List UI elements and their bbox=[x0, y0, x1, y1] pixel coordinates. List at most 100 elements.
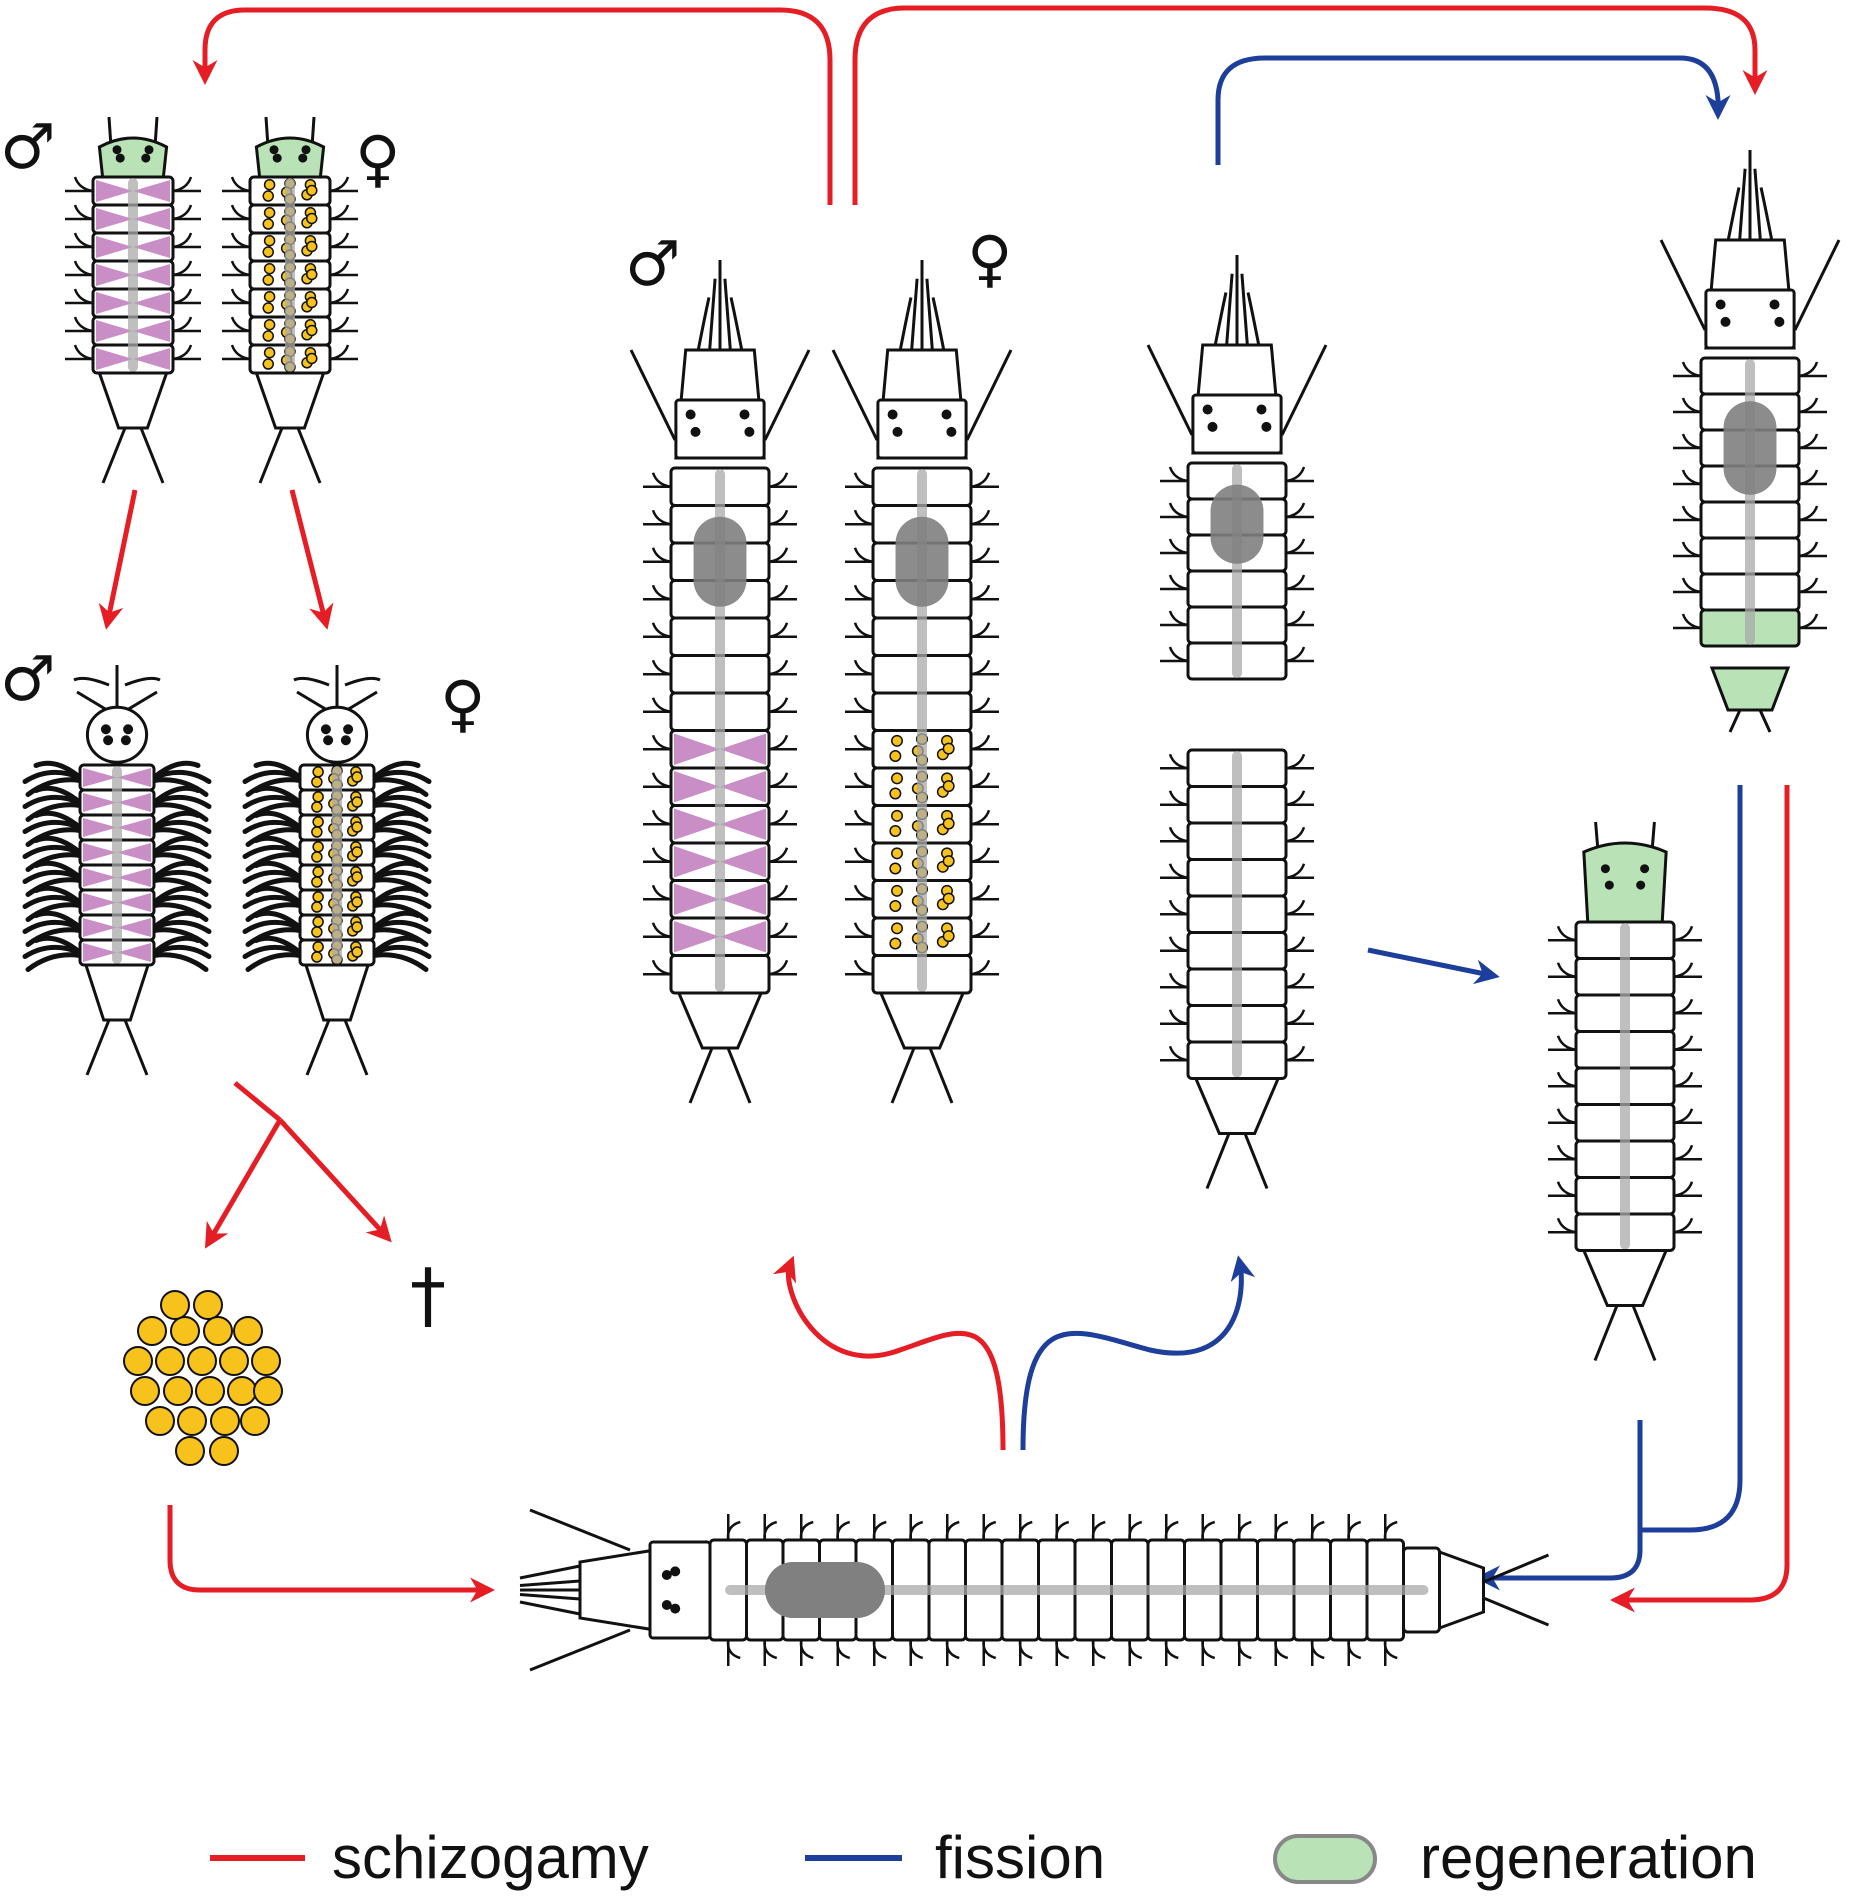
parapodium-right bbox=[768, 472, 797, 488]
parapodium-left bbox=[65, 344, 94, 361]
egg-icon bbox=[891, 847, 904, 860]
eye-icon bbox=[670, 1603, 681, 1614]
egg-icon bbox=[306, 268, 318, 281]
tentacular-cirrus bbox=[763, 349, 811, 441]
pygidium bbox=[676, 991, 764, 1050]
parapodium-bottom bbox=[1201, 1639, 1216, 1666]
parapodium-right bbox=[970, 884, 999, 901]
death-symbol: † bbox=[410, 1253, 446, 1337]
fission-arrow-regenerated-return bbox=[1475, 1420, 1643, 1591]
eye-icon bbox=[946, 426, 957, 437]
parapodium-left bbox=[1548, 1071, 1577, 1088]
parapodium-top bbox=[945, 1514, 960, 1541]
legend-regeneration-swatch bbox=[1273, 1834, 1377, 1884]
parapodium-right bbox=[1285, 863, 1314, 879]
egg-icon bbox=[263, 178, 276, 191]
parapodium-right bbox=[768, 922, 797, 938]
swimming-head bbox=[85, 705, 149, 764]
parapodium-top bbox=[909, 1514, 924, 1541]
parapodium-left bbox=[1160, 790, 1189, 806]
parapodium-left bbox=[65, 204, 94, 221]
swimming-chaetae bbox=[242, 835, 303, 872]
egg-icon bbox=[240, 1406, 270, 1436]
parapodium-right bbox=[329, 232, 358, 249]
parapodium-right bbox=[970, 547, 999, 563]
regenerating-head bbox=[97, 136, 169, 179]
egg-icon bbox=[311, 851, 323, 863]
parapodium-right bbox=[768, 959, 797, 976]
egg-icon bbox=[137, 1316, 167, 1346]
antenna bbox=[519, 1579, 581, 1587]
anal-cirrus bbox=[305, 1019, 331, 1076]
parapodium-left bbox=[1160, 538, 1189, 555]
swimming-chaetae bbox=[242, 860, 303, 897]
anal-cirrus bbox=[928, 1047, 954, 1104]
eye-icon bbox=[100, 724, 111, 735]
parapodium-right bbox=[970, 622, 999, 638]
eye-icon bbox=[744, 426, 755, 437]
parapodium-right bbox=[1673, 1181, 1702, 1197]
pygidium bbox=[97, 371, 169, 430]
parapodium-right bbox=[329, 204, 358, 221]
egg-icon bbox=[312, 891, 324, 903]
eye-icon bbox=[1256, 404, 1267, 415]
swimming-chaetae bbox=[151, 935, 212, 972]
eye-icon bbox=[1636, 880, 1646, 890]
parapodium-left bbox=[845, 584, 874, 601]
parapodium-left bbox=[643, 622, 672, 638]
parapodium-left bbox=[845, 509, 874, 526]
egg-icon bbox=[145, 1406, 175, 1436]
pygidium bbox=[1438, 1549, 1485, 1631]
parapodium-left bbox=[1160, 1045, 1189, 1062]
female-symbol-stolon: ♀ bbox=[355, 122, 400, 195]
tentacular-cirrus bbox=[629, 349, 677, 441]
parapodium-right bbox=[970, 509, 999, 526]
parapodium-left bbox=[1673, 433, 1702, 450]
eye-icon bbox=[1769, 299, 1780, 310]
anal-cirrus bbox=[123, 1019, 149, 1076]
anal-cirrus bbox=[1482, 1553, 1550, 1584]
egg-icon bbox=[891, 772, 904, 785]
parapodium-bottom bbox=[982, 1639, 997, 1666]
egg-icon bbox=[351, 921, 363, 933]
parapodium-right bbox=[970, 959, 999, 976]
parapodium-left bbox=[845, 884, 874, 901]
parapodium-top bbox=[1383, 1514, 1398, 1541]
anal-cirrus bbox=[258, 427, 284, 484]
egg-icon bbox=[891, 922, 904, 935]
parapodium-left bbox=[222, 316, 251, 333]
egg-icon bbox=[312, 841, 324, 853]
parapodium-right bbox=[768, 884, 797, 901]
parapodium-left bbox=[845, 959, 874, 976]
eye-icon bbox=[340, 735, 351, 746]
pygidium bbox=[878, 991, 966, 1050]
swimming-chaetae bbox=[371, 760, 432, 797]
parapodium-right bbox=[1673, 1071, 1702, 1088]
parapodium-right bbox=[1285, 790, 1314, 806]
parapodium-left bbox=[1160, 466, 1189, 483]
egg-icon bbox=[219, 1346, 249, 1376]
egg-icon bbox=[170, 1316, 200, 1346]
female-swimming-stolon bbox=[242, 665, 432, 1076]
parapodium-left bbox=[1160, 972, 1189, 989]
eye-icon bbox=[1202, 404, 1213, 415]
parapodium-bottom bbox=[763, 1639, 778, 1666]
swimming-chaetae bbox=[151, 885, 212, 922]
anal-cirrus bbox=[139, 427, 165, 484]
parapodium-left bbox=[1673, 577, 1702, 594]
fission-arrow-worm-to-split bbox=[1020, 1255, 1256, 1451]
pygidium bbox=[1581, 1249, 1669, 1307]
swimming-chaetae bbox=[371, 910, 432, 947]
fission-arrow-front-return bbox=[1640, 785, 1743, 1533]
legend-regeneration-label: regeneration bbox=[1420, 1824, 1757, 1891]
parapodium-right bbox=[768, 584, 797, 601]
parapodium-left bbox=[222, 288, 251, 305]
parapodium-top bbox=[1018, 1514, 1033, 1541]
egg-icon bbox=[312, 816, 324, 828]
parapodium-left bbox=[643, 809, 672, 826]
pygidium bbox=[254, 371, 326, 430]
egg-icon bbox=[209, 1436, 239, 1466]
parapodium-left bbox=[643, 772, 672, 788]
anal-cirrus bbox=[85, 1019, 111, 1076]
